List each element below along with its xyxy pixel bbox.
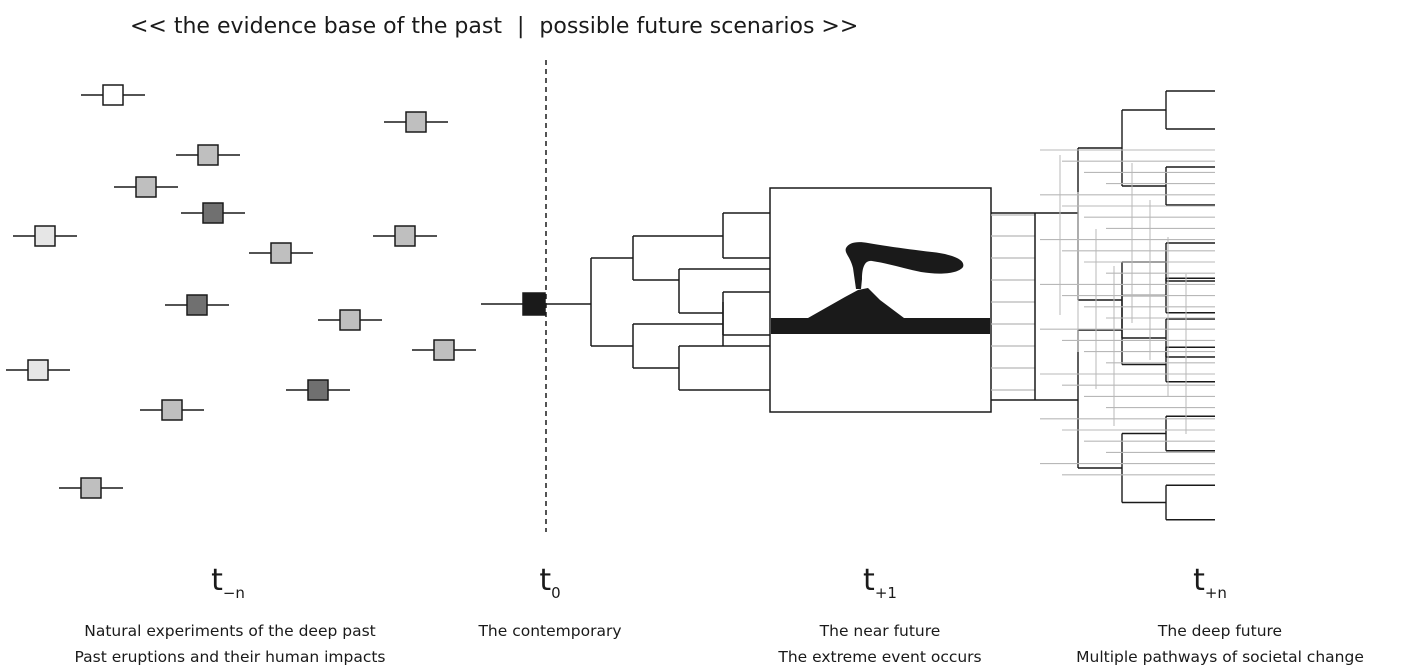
eruption-marker [181, 202, 245, 224]
timepoint-label: t+1 [863, 563, 897, 602]
eruption-marker [13, 225, 77, 247]
header-future-label: possible future scenarios >> [539, 14, 858, 39]
header-text: << the evidence base of the past | possi… [130, 14, 858, 39]
deep-future-branch-tree [991, 90, 1215, 521]
eruption-marker [286, 379, 350, 401]
eruption-marker [249, 242, 313, 264]
timepoint-t-plus-1: t+1 The near future The extreme event oc… [777, 563, 981, 666]
timepoint-caption-line-1: The contemporary [477, 622, 621, 640]
eruption-marker [114, 176, 178, 198]
ground-band [771, 326, 990, 334]
eruption-event-box [769, 187, 992, 413]
eruption-marker [373, 225, 437, 247]
timepoint-caption-line-2: Past eruptions and their human impacts [74, 648, 385, 666]
timepoint-label: t−n [211, 563, 245, 602]
past-eruption-markers [6, 84, 476, 499]
eruption-marker [384, 111, 448, 133]
eruption-marker [165, 294, 229, 316]
timepoint-caption-line-1: The near future [819, 622, 941, 640]
present-marker [481, 292, 591, 316]
eruption-marker [59, 477, 123, 499]
timepoint-t-zero: t0 The contemporary [477, 563, 621, 640]
eruption-marker [318, 309, 382, 331]
timepoint-caption-line-2: Multiple pathways of societal change [1076, 648, 1364, 666]
eruption-marker [140, 399, 204, 421]
near-future-branch-tree [590, 212, 770, 391]
timepoint-label: t0 [539, 563, 560, 602]
timepoint-caption-line-1: The deep future [1157, 622, 1282, 640]
eruption-marker [6, 359, 70, 381]
volcano-icon [771, 288, 990, 327]
ash-plume-icon [845, 242, 964, 289]
timepoint-caption-line-2: The extreme event occurs [777, 648, 981, 666]
eruption-marker [176, 144, 240, 166]
eruption-marker [412, 339, 476, 361]
header-separator: | [517, 14, 524, 39]
timepoint-t-plus-n: t+n The deep future Multiple pathways of… [1076, 563, 1364, 666]
timepoint-caption-line-1: Natural experiments of the deep past [84, 622, 376, 640]
timepoint-label: t+n [1193, 563, 1227, 602]
header-past-label: << the evidence base of the past [130, 14, 502, 39]
timepoint-t-minus-n: t−n Natural experiments of the deep past… [74, 563, 385, 666]
eruption-marker [81, 84, 145, 106]
